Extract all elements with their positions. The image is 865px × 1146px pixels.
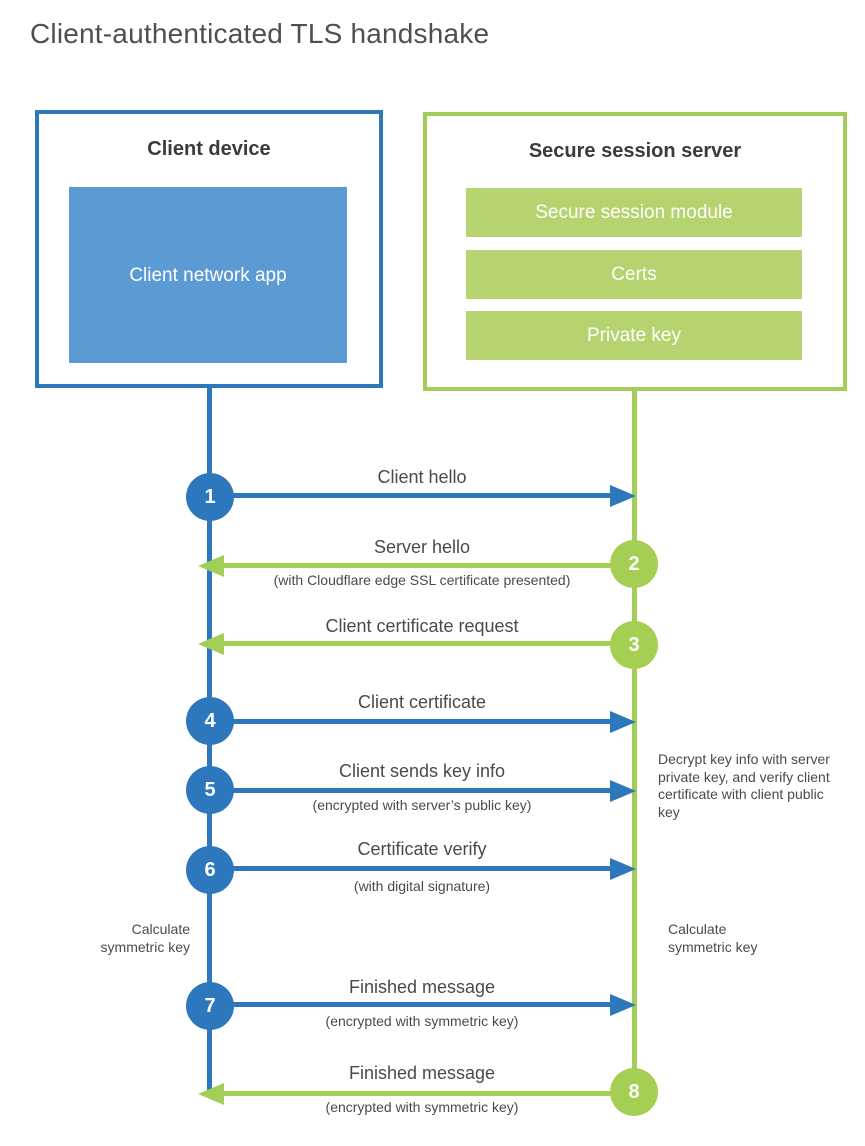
arrow-right-icon [610,711,636,733]
client-device-title: Client device [147,138,271,160]
step-sublabel: (encrypted with server’s public key) [312,797,532,813]
page-title: Client-authenticated TLS handshake [30,18,490,49]
step-number-badge: 7 [186,982,234,1030]
arrow-right-icon [610,994,636,1016]
step-label: Finished message [348,1063,496,1083]
client-network-app-box: Client network app [69,187,347,363]
decrypt-note: Decrypt key info with server private key… [658,751,830,820]
secure-session-server-title: Secure session server [528,140,742,162]
server-lifeline [632,389,637,1092]
arrow-line [210,866,612,871]
step-number-badge: 1 [186,473,234,521]
arrow-left-icon [198,555,224,577]
calculate-symmetric-key-note-client: Calculate symmetric key [100,921,190,955]
arrow-line [210,493,612,498]
step-label: Client sends key info [338,761,506,781]
step-label: Client hello [377,467,467,487]
step-number-badge: 5 [186,766,234,814]
server-module-private-key: Private key [466,311,802,360]
step-label: Certificate verify [357,839,487,859]
server-module-certs: Certs [466,250,802,299]
client-network-app-label: Client network app [129,264,287,286]
arrow-right-icon [610,780,636,802]
step-sublabel: (encrypted with symmetric key) [325,1099,519,1115]
step-number-badge: 8 [610,1068,658,1116]
step-number-badge: 2 [610,540,658,588]
step-sublabel: (encrypted with symmetric key) [325,1013,519,1029]
step-label: Finished message [348,977,496,997]
arrow-right-icon [610,485,636,507]
server-module-secure-session: Secure session module [466,188,802,237]
step-sublabel: (with Cloudflare edge SSL certificate pr… [273,572,571,588]
arrow-left-icon [198,633,224,655]
arrow-line [210,1002,612,1007]
arrow-line [224,1091,634,1096]
step-label: Client certificate [357,692,487,712]
arrow-line [210,788,612,793]
arrow-line [210,719,612,724]
arrow-line [224,641,634,646]
step-number-badge: 4 [186,697,234,745]
step-number-badge: 3 [610,621,658,669]
arrow-right-icon [610,858,636,880]
step-label: Client certificate request [325,616,519,636]
step-number-badge: 6 [186,846,234,894]
arrow-line [224,563,634,568]
step-sublabel: (with digital signature) [353,878,491,894]
step-label: Server hello [373,537,471,557]
arrow-left-icon [198,1083,224,1105]
calculate-symmetric-key-note-server: Calculate symmetric key [668,921,758,955]
